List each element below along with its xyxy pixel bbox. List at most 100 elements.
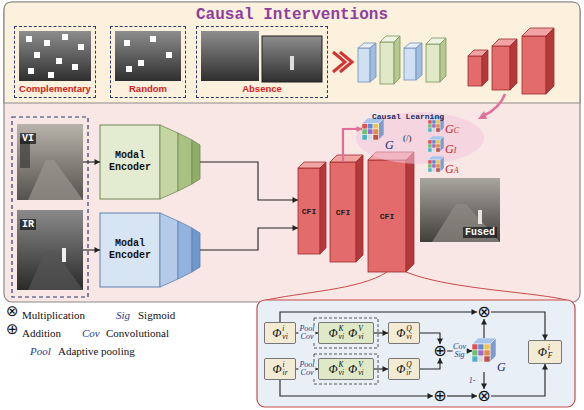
text-holder: (/)	[403, 127, 412, 145]
intervention-sample: Complementary	[14, 26, 96, 98]
subscript: vi	[339, 369, 344, 377]
cfi-block: CFI	[330, 162, 356, 262]
phi-symbol: Φ	[328, 327, 337, 339]
superscript: i	[282, 325, 287, 333]
connector-line	[280, 312, 477, 322]
encoder-label: Modal Encoder	[100, 150, 160, 174]
phi-symbol: Φ	[328, 363, 337, 375]
text-holder: Modal Encoder	[100, 213, 160, 287]
text-holder: Sigmoid	[138, 305, 175, 323]
operator-symbol: ⊗	[477, 389, 490, 403]
cfi-label: CFI	[302, 207, 316, 216]
text-holder: Absence	[197, 78, 327, 96]
text-holder: CFI	[330, 162, 356, 262]
phi-symbol: Φ	[272, 363, 281, 375]
input-image: VI	[17, 124, 83, 200]
connector	[481, 372, 487, 389]
cube-label: G	[445, 143, 454, 155]
arrowhead	[472, 309, 478, 315]
arrowhead	[481, 319, 487, 325]
cube-label: G	[497, 361, 506, 373]
text-holder: Pool	[30, 341, 51, 359]
cube-label: G	[385, 139, 394, 151]
sample-label: Random	[129, 83, 167, 94]
connector-line	[200, 228, 298, 250]
arrowhead	[95, 159, 101, 165]
legend-text: Convolutional	[106, 327, 169, 339]
intervention-sample: Absence	[196, 26, 328, 98]
index-stack: Vvi	[358, 361, 363, 377]
arrowhead	[428, 393, 434, 399]
connector-line	[491, 312, 545, 340]
text-holder: ⊗	[475, 387, 493, 405]
text-holder: ⊕	[6, 320, 19, 338]
output-feature: ΦiF	[528, 340, 562, 364]
input-image: IR	[17, 210, 83, 290]
cfi-label: CFI	[380, 212, 394, 221]
text-holder: Convolutional	[106, 323, 169, 341]
text-holder: ΦiF	[529, 341, 561, 363]
feature-box: Φivi	[264, 322, 296, 344]
cfi-label: CFI	[336, 208, 350, 217]
subscript: vi	[358, 369, 363, 377]
encoder-label: Modal Encoder	[100, 238, 160, 262]
text-holder: ΦKviΦVvi	[319, 323, 373, 343]
phi-symbol: Φ	[272, 327, 281, 339]
arrowhead	[95, 247, 101, 253]
index-stack: ivi	[282, 325, 287, 341]
phi-symbol: Φ	[396, 327, 405, 339]
image-label: IR	[20, 219, 36, 230]
text-holder: Sig	[116, 305, 130, 323]
legend-text: Multiplication	[22, 309, 85, 321]
causal-cube: GI	[428, 136, 474, 154]
connector	[420, 358, 443, 369]
index-stack: Vvi	[358, 325, 363, 341]
edge-label: Pool Cov	[298, 361, 315, 377]
text-holder: ΦQvi	[389, 323, 419, 343]
connector	[420, 333, 443, 344]
feature-box: Φiir	[264, 358, 296, 380]
subscript: F	[548, 352, 553, 360]
band-title: Causal Interventions	[196, 6, 388, 24]
cube-subscript: I	[454, 147, 457, 155]
text-holder: ΦKviΦVvi	[319, 359, 373, 379]
arrowhead	[292, 197, 298, 203]
figure-label: Sig	[116, 309, 130, 321]
image-label: Fused	[463, 227, 497, 238]
text-holder: Complementary	[15, 78, 95, 96]
index-stack: Kvi	[339, 361, 344, 377]
figure-label: (/)	[403, 133, 412, 143]
cube-label: G	[445, 163, 454, 175]
text-holder: ⊕	[431, 387, 449, 405]
text-holder: ⊗	[475, 303, 493, 321]
arrowhead	[466, 348, 472, 354]
operator: ⊕	[433, 344, 447, 358]
text-holder: Adaptive pooling	[58, 341, 135, 359]
operator-symbol: ⊕	[433, 389, 446, 403]
gate-cube: G	[472, 338, 510, 372]
operator-symbol: ⊗	[477, 305, 490, 319]
index-stack: Qir	[406, 361, 411, 377]
text-holder: Random	[111, 78, 185, 96]
subscript: vi	[406, 333, 411, 341]
operator: ⊗	[477, 305, 491, 319]
superscript: i	[283, 361, 288, 369]
encoder-block: Modal Encoder	[100, 213, 200, 287]
subscript: vi	[282, 333, 287, 341]
cube-subscript: C	[454, 127, 459, 135]
subscript: ir	[406, 369, 411, 377]
connector	[280, 309, 477, 322]
cfi-block: CFI	[368, 160, 406, 272]
text-holder: Cov	[82, 323, 100, 341]
connector	[83, 247, 100, 253]
arrowhead	[437, 358, 443, 364]
connector	[491, 312, 548, 340]
subscript: vi	[339, 333, 344, 341]
connector-line	[280, 380, 433, 396]
index-stack: iF	[548, 344, 553, 360]
superscript: V	[358, 325, 363, 333]
phi-symbol: Φ	[348, 363, 357, 375]
superscript: V	[358, 361, 363, 369]
text-holder: ΦQir	[389, 359, 419, 379]
